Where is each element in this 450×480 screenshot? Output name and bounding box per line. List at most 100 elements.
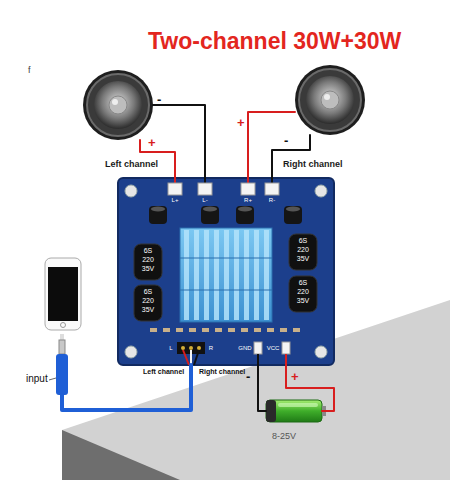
capacitor-marking: 6S bbox=[299, 279, 308, 286]
speaker-wire bbox=[272, 135, 310, 178]
capacitor-value: 220 bbox=[297, 246, 309, 253]
leader-line bbox=[49, 378, 56, 380]
speaker-frame bbox=[83, 70, 153, 140]
input-pin-label: Right channel bbox=[199, 368, 245, 375]
battery-shine bbox=[278, 403, 318, 407]
smd-part bbox=[176, 328, 183, 332]
polarity-sign: + bbox=[148, 136, 156, 149]
mounting-hole bbox=[125, 346, 137, 358]
power-wire bbox=[286, 365, 334, 411]
jack-handle bbox=[56, 354, 68, 395]
speaker bbox=[83, 70, 153, 140]
speaker: Right channel bbox=[295, 65, 365, 135]
battery-nub bbox=[322, 406, 326, 416]
corner-mark: f bbox=[28, 66, 31, 75]
audio-cable bbox=[62, 365, 191, 410]
wire-stub bbox=[257, 354, 259, 365]
polarity-sign: - bbox=[246, 370, 250, 383]
speaker-highlight bbox=[324, 94, 330, 100]
pcb bbox=[118, 178, 334, 365]
capacitor-marking: 6S bbox=[144, 288, 153, 295]
background-shadow bbox=[62, 430, 180, 480]
pin-name: L bbox=[169, 345, 172, 351]
speaker-wire bbox=[248, 112, 295, 178]
screw-terminal bbox=[241, 183, 255, 195]
electrolytic-capacitor bbox=[289, 234, 317, 270]
heatsink-fin bbox=[204, 230, 209, 320]
header-pin bbox=[189, 346, 193, 350]
phone-screen bbox=[48, 267, 78, 321]
heatsink-fin bbox=[244, 230, 249, 320]
speaker-frame bbox=[295, 65, 365, 135]
heatsink-fin bbox=[264, 230, 269, 320]
smd-part bbox=[241, 328, 248, 332]
screw-terminal bbox=[265, 183, 279, 195]
speaker-cone bbox=[306, 76, 354, 124]
header-pin bbox=[181, 346, 185, 350]
phone-button bbox=[61, 323, 66, 328]
capacitor-top bbox=[151, 207, 165, 212]
heatsink-fin bbox=[194, 230, 199, 320]
heatsink-fin bbox=[224, 230, 229, 320]
phone-source: input bbox=[42, 256, 84, 395]
channel-label: Left channel bbox=[105, 160, 158, 169]
battery: 8-25V bbox=[266, 400, 322, 422]
polarity-sign: + bbox=[291, 370, 299, 383]
small-capacitor bbox=[284, 206, 302, 224]
capacitor-value: 220 bbox=[142, 297, 154, 304]
terminal-name: R- bbox=[269, 197, 275, 203]
power-terminal bbox=[254, 342, 262, 354]
screw-terminal bbox=[168, 183, 182, 195]
title: Two-channel 30W+30W bbox=[148, 30, 401, 53]
capacitor-voltage: 35V bbox=[297, 297, 309, 304]
smd-part bbox=[254, 328, 261, 332]
battery bbox=[266, 400, 326, 422]
smd-part bbox=[267, 328, 274, 332]
smd-part bbox=[163, 328, 170, 332]
power-terminal bbox=[282, 342, 290, 354]
jack-sleeve bbox=[59, 340, 65, 354]
capacitor-top bbox=[238, 207, 252, 212]
voltage-label: 8-25V bbox=[272, 432, 296, 441]
smd-components bbox=[150, 328, 300, 332]
channel-label: Right channel bbox=[283, 160, 343, 169]
pin-name: GND bbox=[238, 345, 251, 351]
input-label: input bbox=[26, 374, 48, 384]
speaker-dome bbox=[321, 91, 339, 109]
pin-name: R bbox=[209, 345, 213, 351]
speaker-wire bbox=[153, 105, 205, 178]
signal-wire bbox=[190, 350, 192, 365]
capacitor-value: 220 bbox=[142, 256, 154, 263]
capacitor-marking: 6S bbox=[299, 237, 308, 244]
heatsink-fin bbox=[214, 230, 219, 320]
amplifier-board bbox=[118, 178, 334, 365]
capacitor-top bbox=[286, 207, 300, 212]
capacitor-marking: 6S bbox=[144, 247, 153, 254]
smd-part bbox=[280, 328, 287, 332]
speaker-cone bbox=[94, 81, 142, 129]
battery-body bbox=[266, 400, 322, 422]
speaker bbox=[295, 65, 365, 135]
smd-part bbox=[215, 328, 222, 332]
signal-wire bbox=[194, 350, 199, 365]
smd-part bbox=[293, 328, 300, 332]
heatsink-fins bbox=[184, 230, 269, 320]
smd-part bbox=[150, 328, 157, 332]
speaker-wire bbox=[140, 140, 175, 178]
electrolytic-capacitor bbox=[134, 244, 162, 280]
capacitor-voltage: 35V bbox=[297, 255, 309, 262]
pin-name: VCC bbox=[267, 345, 280, 351]
terminal-name: L+ bbox=[172, 197, 179, 203]
polarity-sign: + bbox=[237, 116, 245, 129]
heatsink-fin bbox=[184, 230, 189, 320]
polarity-sign: - bbox=[284, 134, 288, 147]
capacitor-voltage: 35V bbox=[142, 306, 154, 313]
terminal-name: R+ bbox=[244, 197, 252, 203]
heatsink-groove bbox=[180, 290, 272, 291]
battery-end bbox=[266, 400, 276, 422]
mounting-hole bbox=[125, 185, 137, 197]
